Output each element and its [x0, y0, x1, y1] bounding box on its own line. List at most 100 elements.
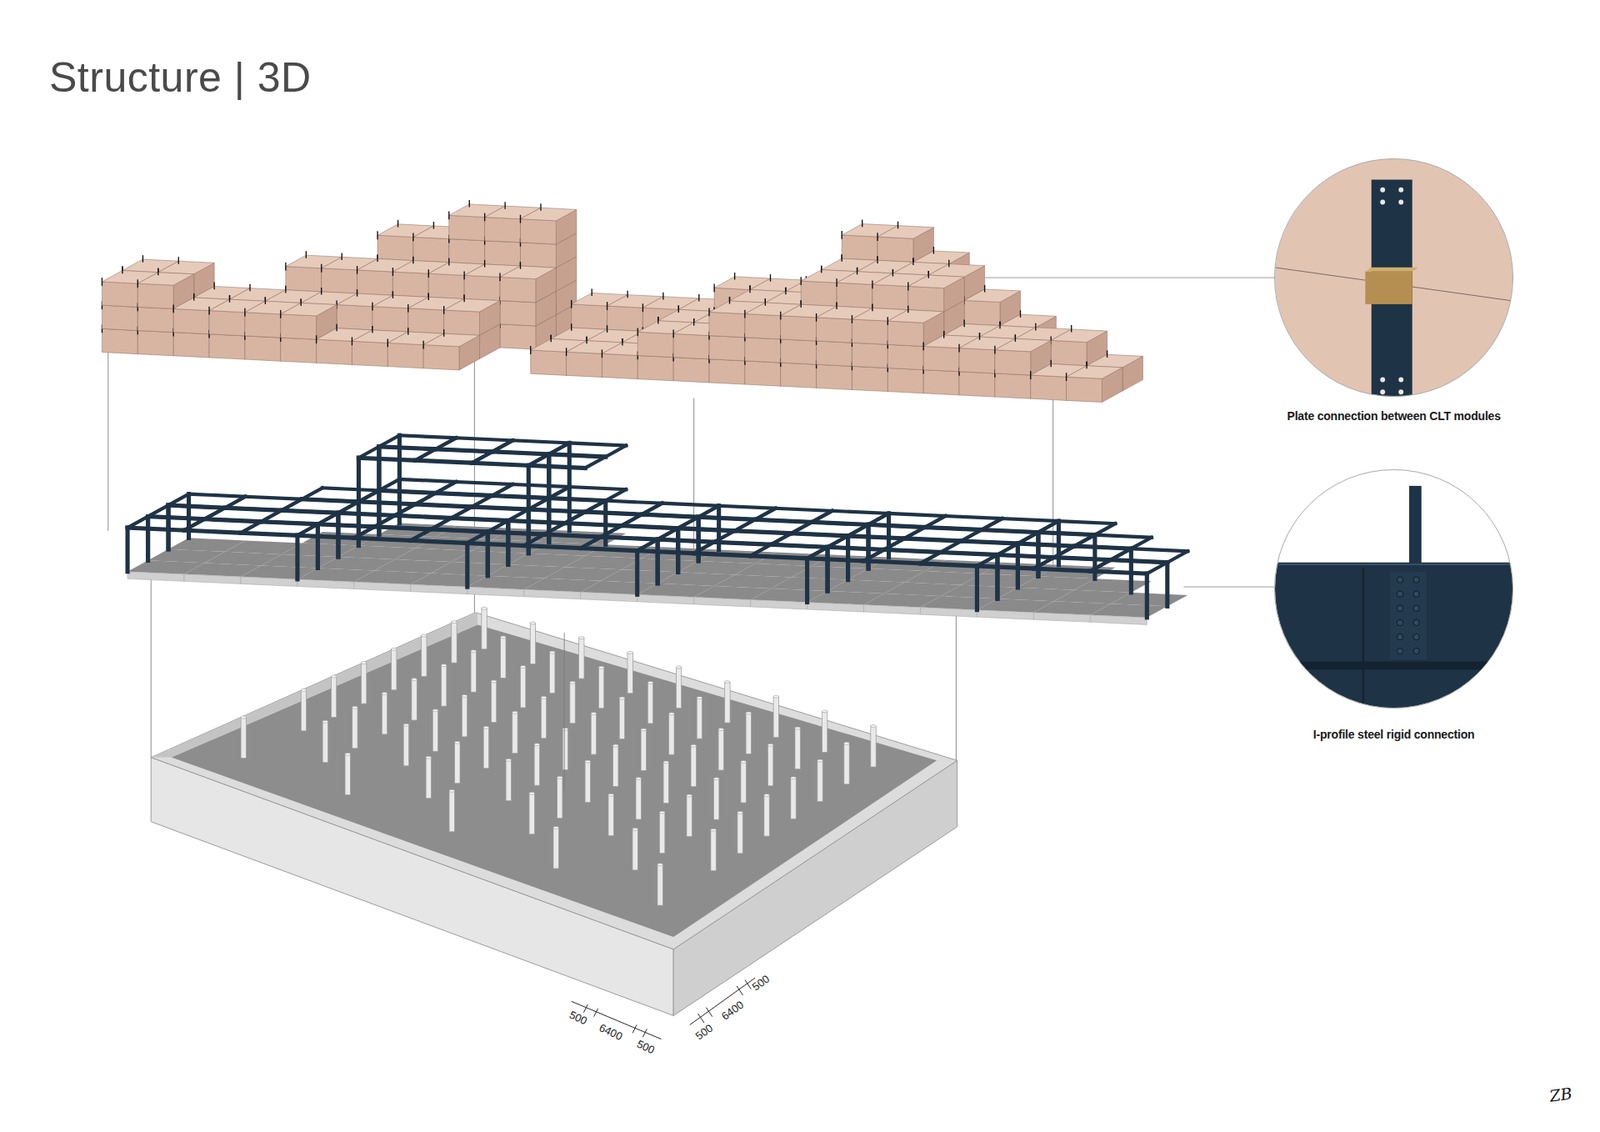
clt-module: [745, 337, 781, 363]
pile: [659, 812, 665, 854]
connector-pin: [397, 220, 399, 228]
pile: [675, 666, 681, 708]
pile-top: [481, 606, 487, 610]
steel-beam: [1054, 557, 1111, 560]
steel-beam: [168, 505, 225, 508]
steel-beam: [315, 524, 320, 569]
clt-module: [959, 348, 995, 374]
connector-pin: [887, 316, 889, 325]
steel-beam: [301, 499, 359, 502]
connector-pin: [892, 269, 894, 278]
clt-module: [530, 350, 567, 375]
pile-top: [553, 826, 559, 830]
steel-beam: [735, 530, 792, 534]
detail-caption: I-profile steel rigid connection: [1313, 727, 1475, 741]
connector-pin: [499, 273, 500, 282]
pile-top: [686, 794, 692, 797]
steel-beam: [940, 551, 998, 555]
connector-pin: [657, 316, 659, 325]
steel-beam: [395, 515, 452, 518]
steel-beam: [920, 563, 977, 566]
steel-beam: [755, 519, 812, 522]
connector-pin: [484, 260, 485, 269]
pile: [550, 652, 555, 694]
steel-beam: [641, 514, 699, 517]
steel-beam: [492, 495, 550, 499]
connector-pin: [1085, 361, 1087, 370]
pile: [737, 812, 743, 854]
connector-pin: [265, 296, 266, 305]
steel-beam: [415, 504, 472, 507]
steel-beam: [621, 525, 679, 529]
pile: [870, 725, 876, 767]
steel-beam: [827, 546, 885, 550]
pile: [817, 760, 823, 802]
connector-pin: [320, 287, 322, 296]
clt-module: [709, 335, 745, 361]
steel-beam: [975, 565, 980, 610]
connector-pin: [800, 300, 802, 308]
leader-line: [1183, 586, 1275, 588]
steel-beam: [775, 508, 833, 511]
pile-top: [764, 794, 770, 797]
steel-beam: [811, 521, 869, 525]
steel-beam: [1017, 543, 1075, 546]
connector-pin: [585, 336, 587, 345]
steel-beam: [997, 555, 1055, 558]
steel-beam: [508, 520, 565, 524]
clt-top: [1000, 314, 1056, 328]
connector-pin: [412, 256, 414, 265]
clt-top: [137, 272, 194, 286]
pile: [632, 829, 638, 870]
pile: [529, 793, 535, 835]
steel-beam: [714, 541, 771, 545]
connector-pin: [979, 332, 980, 340]
steel-beam: [168, 505, 225, 508]
pile: [411, 679, 417, 720]
steel-beam: [549, 498, 606, 501]
connector-pin: [1050, 360, 1052, 368]
clt-top: [913, 250, 970, 265]
pile-top: [240, 715, 246, 719]
pile-top: [821, 710, 827, 713]
steel-beam: [1038, 532, 1095, 535]
connector-pin: [800, 300, 802, 309]
steel-beam: [528, 509, 585, 512]
pile: [425, 757, 431, 799]
connector-pin: [320, 264, 322, 273]
floor-edge: [240, 576, 298, 587]
connector-pin: [606, 325, 608, 334]
floor-edge: [1033, 612, 1090, 623]
clt-top: [444, 299, 500, 313]
steel-beam: [315, 524, 320, 569]
clt-module: [485, 217, 521, 243]
pile-top: [529, 791, 535, 795]
connector-pin: [907, 305, 909, 315]
dimension-label: 500: [635, 1037, 657, 1057]
steel-beam: [358, 501, 415, 505]
pile-top: [598, 665, 604, 669]
connector-pin: [841, 254, 843, 263]
steel-beam: [376, 446, 381, 491]
dimension-label: 500: [750, 972, 772, 994]
steel-beam: [657, 539, 715, 542]
steel-beam: [1015, 543, 1020, 588]
clt-module: [209, 310, 245, 336]
clt-module: [500, 300, 536, 326]
floor-edge: [637, 594, 695, 605]
clt-module: [137, 330, 174, 356]
pile-top: [718, 728, 724, 731]
clt-module: [449, 239, 485, 265]
slab-pit: [171, 624, 937, 937]
clt-module: [520, 219, 556, 245]
clt-top: [1086, 354, 1143, 368]
steel-beam: [492, 451, 550, 455]
connector-pin: [963, 320, 965, 329]
connector-pin: [484, 213, 485, 222]
floor-edge: [127, 571, 185, 582]
connector-pin: [835, 278, 837, 287]
pile: [470, 650, 476, 692]
steel-beam: [546, 454, 551, 499]
bolt: [1380, 200, 1385, 205]
clt-module: [423, 345, 460, 370]
